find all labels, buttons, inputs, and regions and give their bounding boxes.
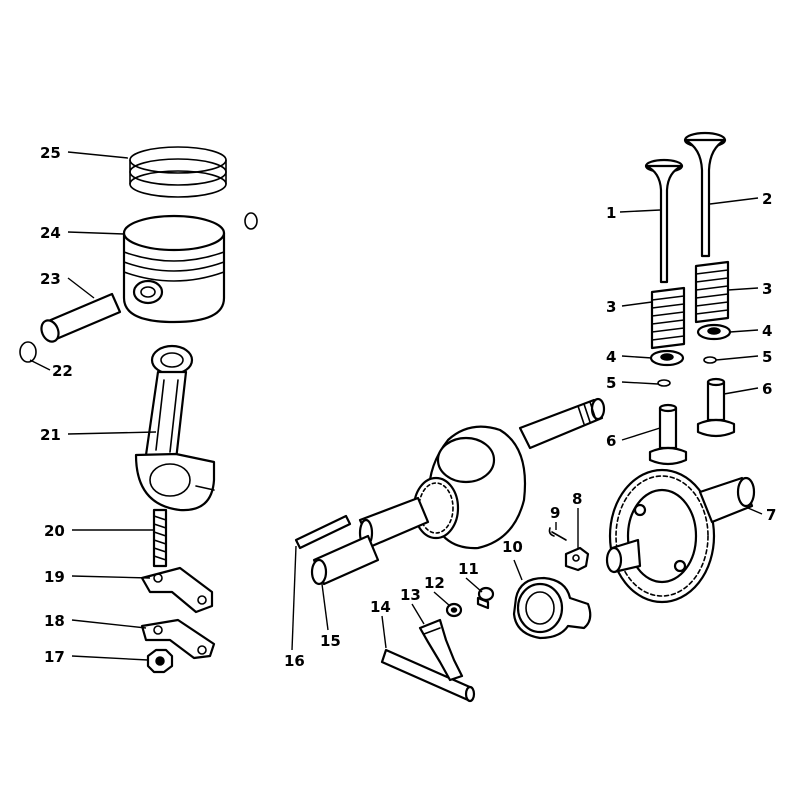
callout-11: 11 — [458, 560, 479, 578]
circlip — [19, 341, 37, 363]
callout-20: 20 — [44, 522, 65, 540]
callout-8: 8 — [572, 490, 582, 508]
spring-retainer-right — [696, 323, 732, 341]
callout-labels: 25 24 23 22 21 20 19 18 17 1 2 3 3 4 4 5… — [40, 144, 776, 670]
spring-retainer-left — [649, 349, 685, 367]
tappet-right — [696, 377, 736, 438]
callout-3-left: 3 — [606, 298, 616, 316]
callout-22: 22 — [52, 362, 73, 380]
governor-shaft — [380, 648, 476, 703]
callout-9: 9 — [550, 504, 560, 522]
piston-rings — [129, 146, 227, 198]
camshaft — [605, 468, 756, 604]
callout-19: 19 — [44, 568, 65, 586]
callout-17: 17 — [44, 648, 65, 666]
lock-plate-upper — [140, 566, 214, 614]
callout-10: 10 — [502, 538, 523, 556]
small-pin — [548, 527, 567, 541]
callout-5-right: 5 — [762, 348, 772, 366]
callout-21: 21 — [40, 426, 61, 444]
crankshaft — [358, 397, 606, 550]
piston — [122, 214, 226, 324]
shaft-sleeve — [310, 534, 380, 586]
callout-6-right: 6 — [762, 380, 772, 398]
valve-spring-right — [694, 260, 730, 324]
callout-13: 13 — [400, 586, 421, 604]
valve-keeper-left — [657, 379, 671, 387]
callout-4-left: 4 — [606, 348, 616, 366]
stud-bolt — [152, 508, 168, 568]
governor-pin — [476, 586, 495, 610]
piston-pin — [40, 292, 122, 343]
nut — [146, 648, 174, 674]
valve-keeper-right — [703, 356, 717, 364]
callout-7: 7 — [766, 506, 776, 524]
callout-5-left: 5 — [606, 374, 616, 392]
oil-seal-plate — [512, 576, 592, 640]
callout-25: 25 — [40, 144, 61, 162]
governor-washer — [445, 602, 463, 618]
governor-lever — [418, 618, 464, 682]
callout-16: 16 — [284, 652, 305, 670]
callout-2: 2 — [762, 190, 772, 208]
callout-12: 12 — [424, 574, 445, 592]
exhaust-valve — [683, 131, 727, 258]
callout-23: 23 — [40, 270, 61, 288]
intake-valve — [644, 158, 684, 284]
leader-lines — [29, 151, 763, 661]
callout-24: 24 — [40, 224, 61, 242]
callout-14: 14 — [370, 598, 391, 616]
callout-4-right: 4 — [762, 322, 772, 340]
callout-1: 1 — [606, 204, 616, 222]
callout-15: 15 — [320, 632, 341, 650]
callout-3-right: 3 — [762, 280, 772, 298]
callout-18: 18 — [44, 612, 65, 630]
shaft-key — [294, 514, 352, 550]
valve-spring-left — [650, 286, 686, 350]
connecting-rod — [134, 344, 216, 512]
tappet-left — [648, 403, 688, 466]
governor-bracket — [564, 546, 590, 572]
circlip-upper — [244, 212, 258, 230]
lock-plate-lower — [140, 618, 216, 660]
callout-6-left: 6 — [606, 432, 616, 450]
